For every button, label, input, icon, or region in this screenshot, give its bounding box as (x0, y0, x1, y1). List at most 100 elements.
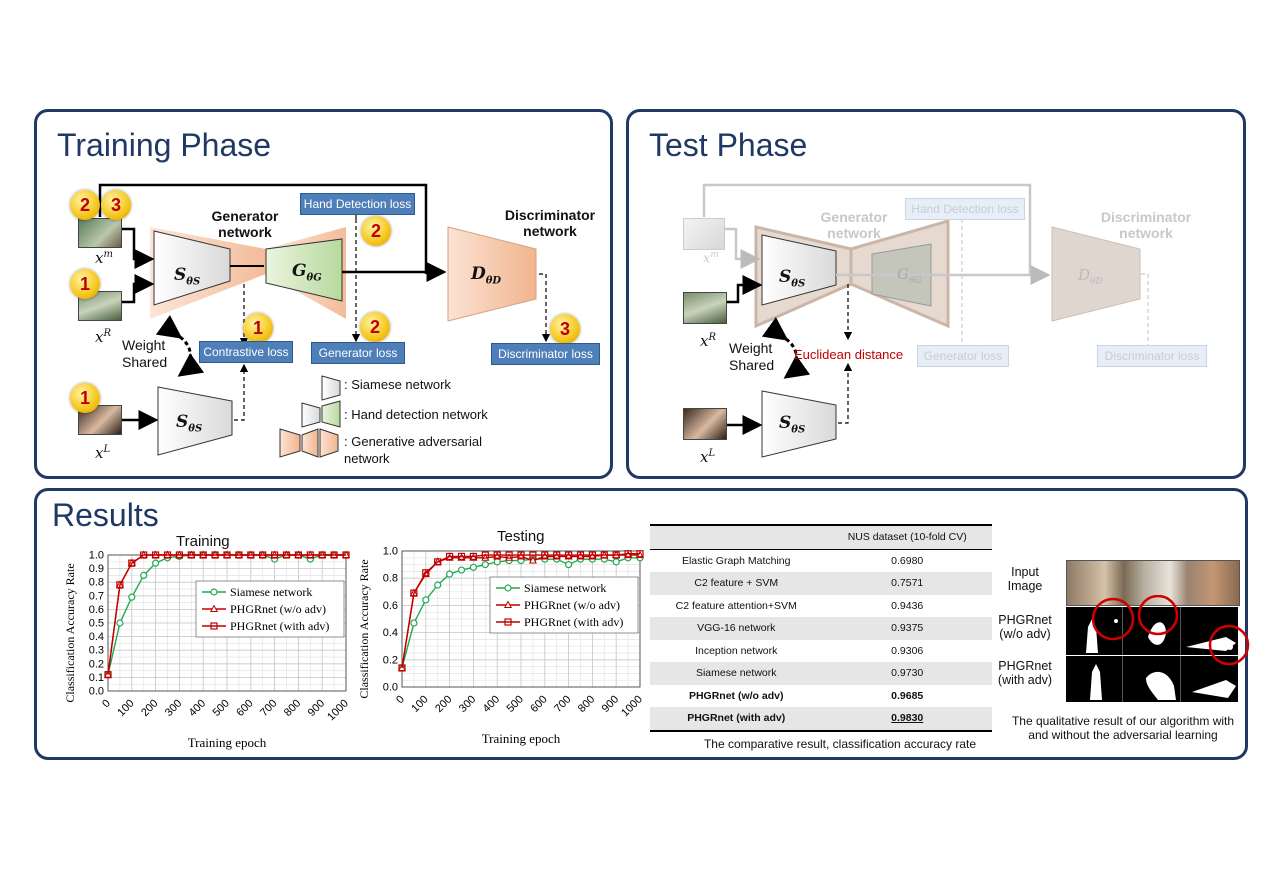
x-tick-label: 500 (504, 693, 525, 714)
qual-input-label: Input Image (1007, 565, 1043, 593)
legend-marker (504, 618, 512, 626)
data-point (434, 581, 442, 589)
data-point (588, 551, 597, 560)
results-title: Results (52, 497, 159, 533)
legend-marker (210, 622, 218, 630)
data-point (612, 551, 620, 559)
test-generator-network-label: Generator network (820, 209, 888, 241)
x-tick-label: 200 (433, 693, 454, 714)
comparison-table: NUS dataset (10-fold CV) Elastic Graph M… (650, 524, 992, 732)
data-point (541, 551, 549, 559)
x-tick-label: 800 (576, 693, 597, 714)
badge-step: 2 (70, 190, 100, 220)
x-tick-label: 800 (282, 697, 303, 718)
data-point (612, 558, 620, 566)
table-cell-method: Inception network (695, 644, 778, 657)
x-tick-label: 700 (258, 697, 279, 718)
series-line (107, 554, 346, 675)
training-phase-title: Training Phase (57, 127, 272, 163)
test-input-image-xm (683, 218, 725, 250)
y-tick-label: 1.0 (89, 550, 104, 562)
hand-detection-loss-box: Hand Detection loss (300, 193, 415, 215)
data-point (529, 551, 537, 559)
data-point (163, 551, 172, 559)
data-point (481, 553, 490, 561)
input-image-xm (78, 218, 122, 248)
discriminator-network-label: Discriminator network (504, 207, 596, 239)
qual-with-adv-masks (1066, 656, 1238, 702)
siamese-lower-symbol: SθS (176, 412, 203, 435)
table-cell-value: 0.9730 (822, 662, 992, 685)
test-label-xm: xm (703, 250, 719, 267)
data-point (516, 551, 526, 560)
qualitative-caption: The qualitative result of our algorithm … (1011, 714, 1235, 742)
x-tick-label: 400 (481, 693, 502, 714)
x-tick-label: 1000 (325, 697, 351, 723)
generator-decoder-shape (265, 238, 343, 302)
x-tick-label: 1000 (619, 693, 645, 719)
table-cell-value: 0.9375 (822, 617, 992, 640)
data-point (505, 551, 513, 559)
label-xm: xm (95, 249, 113, 267)
data-point (469, 552, 478, 561)
x-tick-label: 300 (457, 693, 478, 714)
y-tick-label: 0.6 (89, 604, 104, 616)
y-tick-label: 0.1 (89, 672, 104, 684)
label-xl: xL (95, 444, 111, 462)
legend-marker (504, 584, 512, 592)
table-cell-method: Siamese network (650, 662, 823, 685)
x-tick-label: 100 (409, 693, 430, 714)
discriminator-loss-box: Discriminator loss (491, 343, 600, 365)
y-tick-label: 0.0 (89, 686, 104, 698)
y-tick-label: 0.6 (383, 600, 398, 612)
generator-loss-box: Generator loss (311, 342, 405, 364)
x-tick-label: 600 (234, 697, 255, 718)
table-cell-method: PHGRnet (with adv) (650, 707, 823, 732)
data-point (565, 551, 573, 559)
badge-step: 1 (70, 269, 100, 299)
chart-title-training: Training (176, 533, 230, 550)
data-point (576, 551, 585, 560)
x-tick-label: 100 (115, 697, 136, 718)
table-cell-value: 0.9830 (822, 707, 992, 732)
table-cell-method: C2 feature + SVM (650, 572, 823, 595)
data-point (481, 561, 489, 569)
data-point (624, 550, 632, 558)
table-cell-value: 0.9436 (891, 599, 924, 612)
data-point (493, 551, 501, 559)
badge-step: 3 (550, 314, 580, 344)
y-tick-label: 0.2 (89, 658, 104, 670)
data-point (493, 551, 502, 560)
legend-label: Siamese network (230, 585, 312, 599)
data-point (318, 551, 326, 559)
data-point (422, 596, 430, 604)
siamese-symbol: SθS (174, 265, 201, 288)
data-point (342, 551, 350, 559)
table-row: PHGRnet (with adv)0.9830 (650, 707, 992, 732)
data-point (104, 671, 112, 679)
test-generator-symbol: GθG (897, 265, 922, 286)
badge-step: 2 (360, 312, 390, 342)
data-point (600, 551, 608, 559)
table-row: PHGRnet (w/o adv)0.9685 (650, 685, 992, 708)
table-cell-method: PHGRnet (w/o adv) (688, 689, 784, 702)
badge-step: 1 (70, 383, 100, 413)
data-point (211, 551, 219, 559)
data-point (517, 551, 525, 559)
qual-with-adv-label: PHGRnet (with adv) (997, 659, 1053, 687)
data-point (434, 558, 442, 566)
y-tick-label: 0.9 (89, 563, 104, 575)
data-point (457, 552, 466, 561)
data-point (199, 551, 207, 559)
data-point (553, 551, 561, 559)
x-tick-label: 0 (100, 697, 113, 710)
badge-step: 2 (361, 216, 391, 246)
x-axis-label: Training epoch (482, 731, 561, 746)
discriminator-symbol: DθD (471, 264, 502, 287)
y-tick-label: 1.0 (383, 546, 398, 558)
qual-input-images (1066, 560, 1240, 606)
